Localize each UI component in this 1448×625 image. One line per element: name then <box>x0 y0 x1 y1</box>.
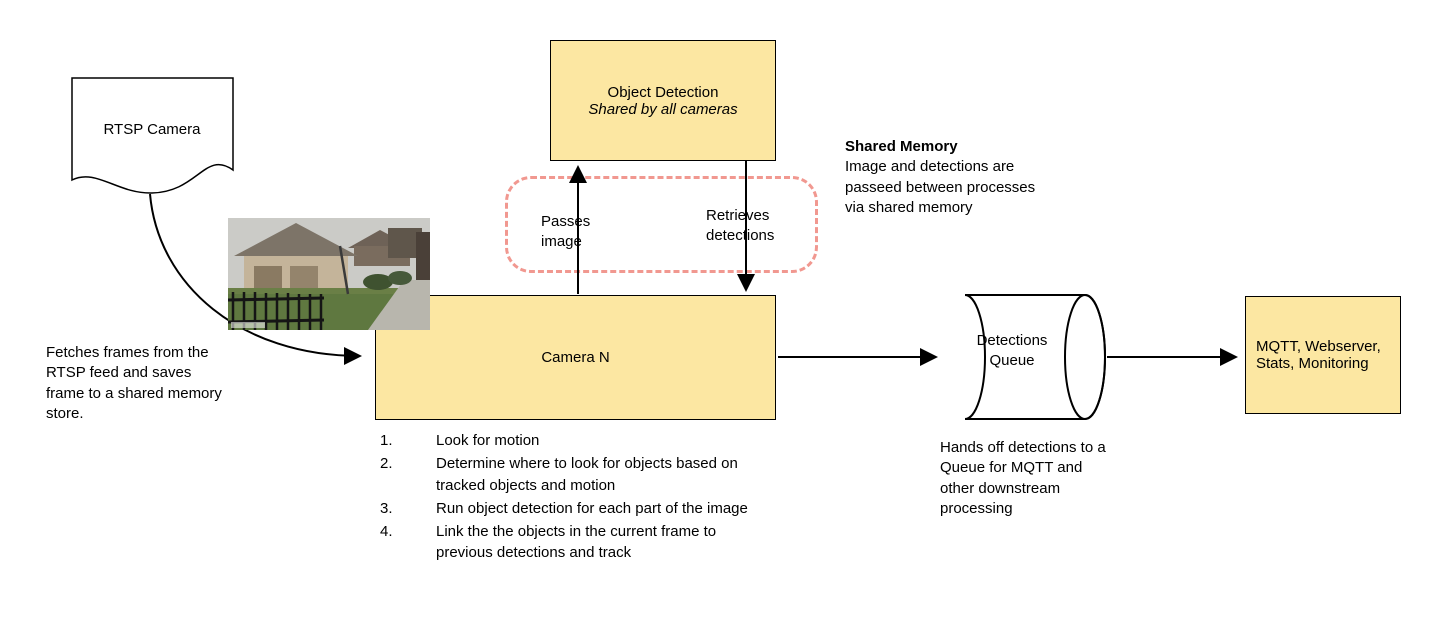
detections-queue-cylinder-rim-icon <box>1064 294 1106 420</box>
camera-step: 4. Link the the objects in the current f… <box>380 521 772 564</box>
shared-memory-note: Shared Memory Image and detections are p… <box>845 137 1050 218</box>
camera-step: 1. Look for motion <box>380 430 772 451</box>
camera-n-label: Camera N <box>541 349 610 366</box>
object-detection-box: Object Detection Shared by all cameras <box>550 40 776 161</box>
object-detection-subtitle: Shared by all cameras <box>588 100 738 118</box>
camera-steps-list: 1. Look for motion 2. Determine where to… <box>380 430 772 566</box>
camera-feed-scene-icon <box>227 218 430 330</box>
camera-step-text: Look for motion <box>436 432 540 449</box>
fetch-note: Fetches frames from the RTSP feed and sa… <box>46 344 222 422</box>
passes-image-label: Passes image <box>541 213 591 251</box>
rtsp-camera-label: RTSP Camera <box>103 121 201 138</box>
camera-feed-image <box>227 218 430 330</box>
shared-memory-body: Image and detections are passeed between… <box>845 158 1036 216</box>
camera-step-text: Link the the objects in the current fram… <box>436 523 717 562</box>
shared-memory-dashed-region <box>505 176 818 273</box>
camera-n-box: Camera N <box>375 295 776 420</box>
detections-queue-label: Detections Queue <box>976 332 1048 370</box>
camera-step-number: 1. <box>380 432 393 449</box>
shared-memory-title: Shared Memory <box>845 138 958 155</box>
detections-queue-note: Hands off detections to a Queue for MQTT… <box>940 439 1106 517</box>
camera-step: 2. Determine where to look for objects b… <box>380 453 772 496</box>
retrieves-detections-label: Retrieves detections <box>706 207 775 245</box>
object-detection-title: Object Detection <box>607 83 719 101</box>
camera-step-number: 2. <box>380 455 393 473</box>
camera-step: 3. Run object detection for each part of… <box>380 498 772 519</box>
outputs-label: MQTT, Webserver, Stats, Monitoring <box>1256 338 1381 372</box>
camera-step-number: 4. <box>380 523 393 541</box>
camera-step-text: Run object detection for each part of th… <box>436 499 748 517</box>
camera-step-text: Determine where to look for objects base… <box>436 455 738 494</box>
camera-step-number: 3. <box>380 499 393 517</box>
outputs-box: MQTT, Webserver, Stats, Monitoring <box>1245 296 1401 414</box>
